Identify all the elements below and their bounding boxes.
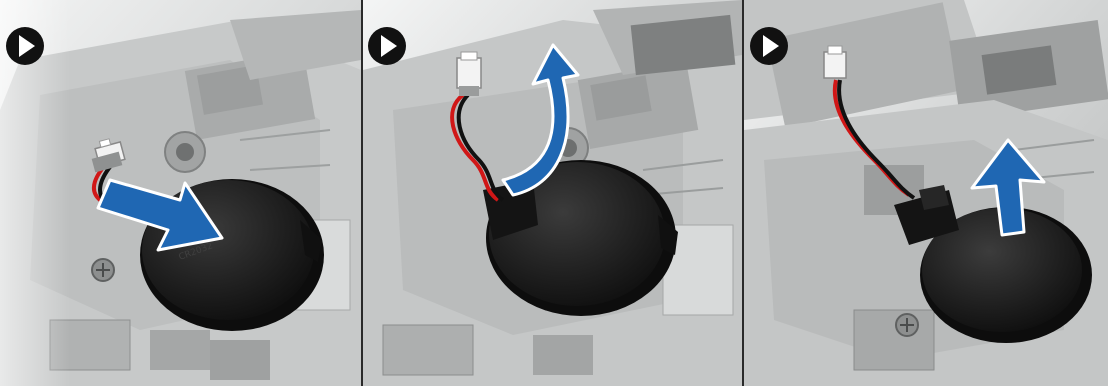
- play-step-icon: [368, 27, 406, 65]
- screw: [896, 314, 918, 336]
- step-panel-3: [744, 0, 1108, 386]
- step-1-illustration: CR2032: [0, 0, 361, 386]
- step-3-illustration: [744, 0, 1108, 386]
- step-2-illustration: [363, 0, 742, 386]
- screw: [92, 259, 114, 281]
- cable-connector: [457, 52, 481, 96]
- step-panel-2: [363, 0, 742, 386]
- play-step-icon: [6, 27, 44, 65]
- play-step-icon: [750, 27, 788, 65]
- step-panel-1: CR2032: [0, 0, 361, 386]
- screw-boss: [165, 132, 205, 172]
